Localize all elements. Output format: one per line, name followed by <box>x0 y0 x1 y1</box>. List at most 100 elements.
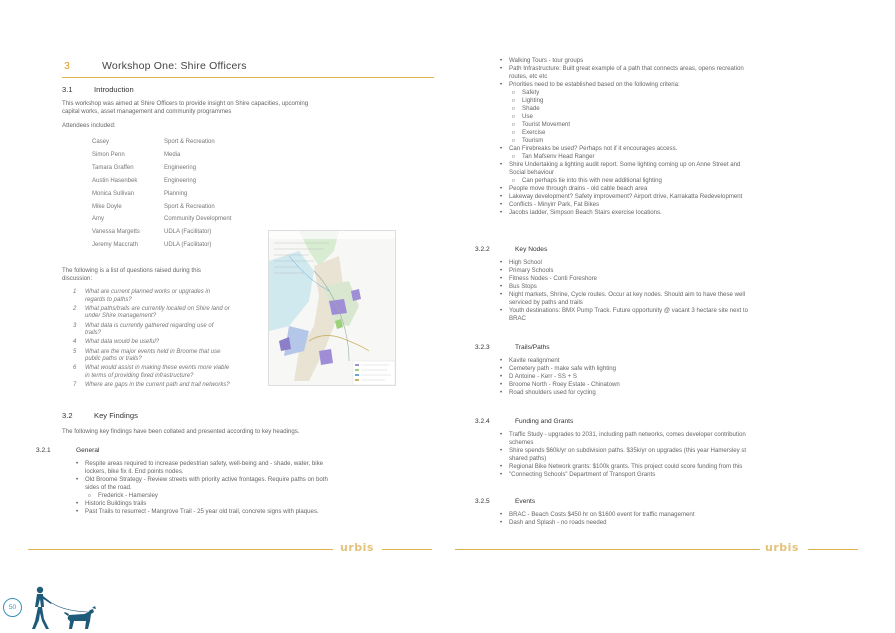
bullet-item: Lakeway development? Safety improvement?… <box>500 193 830 201</box>
bullet-line: Fitness Nodes - Conti Foreshore <box>509 275 598 282</box>
question-number: 5 <box>73 348 77 355</box>
section-number: 3.1 <box>62 85 73 94</box>
bullet-line: serviced by paths and trails <box>509 299 583 306</box>
bullet-line: Primary Schools <box>509 267 554 274</box>
findings-intro: The following key findings have been col… <box>62 428 300 435</box>
bullet-item: People move through drains - old cable b… <box>500 185 830 193</box>
questions-intro-line: The following is a list of questions rai… <box>62 267 201 274</box>
bullet-item: Fitness Nodes - Conti Foreshore <box>500 275 830 283</box>
attendee-name: Tamara Graffen <box>92 164 134 171</box>
bullet-item: Old Broome Strategy - Review streets wit… <box>76 476 436 492</box>
bullet-line: Historic Buildings trails <box>85 500 147 507</box>
attendee-name: Jeremy Maccrath <box>92 242 139 249</box>
footer-rule-right <box>455 549 760 550</box>
bullet-item: Path Infrastructure: Built great example… <box>500 65 830 81</box>
subsection-number: 3.2.4 <box>475 418 490 425</box>
bullet-line: Walking Tours - tour groups <box>509 57 584 64</box>
bullet-line: Traffic Study - upgrades to 2031, includ… <box>509 431 746 438</box>
bullet-line: Night markets, Shrine, Cycle routes. Occ… <box>509 291 746 298</box>
section-title: Introduction <box>94 85 134 94</box>
bullet-item: Shire Undertaking a lighting audit repor… <box>500 161 830 177</box>
attendee-name: Mike Doyle <box>92 203 122 210</box>
bullet-line: Regional Bike Network grants: $100k gran… <box>509 463 743 470</box>
question-line: public paths or trails? <box>85 356 142 363</box>
urbis-logo-right: urbis <box>765 541 799 554</box>
attendee-name: Monica Sullivan <box>92 190 135 197</box>
map-image <box>269 231 395 385</box>
chapter-number: 3 <box>64 60 70 72</box>
page-number-badge: 50 <box>3 598 22 617</box>
funding-list: Traffic Study - upgrades to 2031, includ… <box>500 431 830 479</box>
bullet-item: Shire spends $60k/yr on subdivision path… <box>500 447 830 463</box>
bullet-line: Cemetery path - make safe with lighting <box>509 365 617 372</box>
question-line: What would assist in making these events… <box>85 365 230 372</box>
sub-bullet-item: Lighting <box>500 97 830 105</box>
chapter-title: Workshop One: Shire Officers <box>102 60 247 72</box>
sub-bullet-item: Can perhaps tie into this with new addit… <box>500 177 830 185</box>
sub-bullet-item: Tourist Movement <box>500 121 830 129</box>
trails-paths-list: Kavite realignmentCemetery path - make s… <box>500 357 830 397</box>
bullet-item: Jacobs ladder, Simpson Beach Stairs exer… <box>500 209 830 217</box>
bullet-line: BRAC <box>509 315 526 322</box>
bullet-item: Bus Stops <box>500 283 830 291</box>
bullet-item: Night markets, Shrine, Cycle routes. Occ… <box>500 291 830 307</box>
attendee-role: Community Development <box>164 216 232 223</box>
question-line: What data is currently gathered regardin… <box>85 322 214 329</box>
attendee-name: Casey <box>92 139 110 145</box>
subsection-number: 3.2.3 <box>475 344 490 351</box>
bullet-line: Old Broome Strategy - Review streets wit… <box>85 476 328 483</box>
bullet-line: Shire spends $60k/yr on subdivision path… <box>509 447 747 454</box>
bullet-item: Kavite realignment <box>500 357 830 365</box>
question-line: regards to paths? <box>85 296 132 303</box>
question-line: What paths/trails are currently located … <box>85 305 230 312</box>
sub-bullet-item: Tourism <box>500 137 830 145</box>
subsection-title: Key Nodes <box>515 246 548 253</box>
subsection-title: Funding and Grants <box>515 418 574 425</box>
attendees-label: Attendees included: <box>62 122 116 129</box>
bullet-item: Traffic Study - upgrades to 2031, includ… <box>500 431 830 447</box>
bullet-item: Walking Tours - tour groups <box>500 57 830 65</box>
attendee-role: Sport & Recreation <box>164 139 215 145</box>
attendee-role: UDLA (Facilitator) <box>164 229 212 236</box>
attendee-role: Sport & Recreation <box>164 203 215 210</box>
question-line: What data would be useful? <box>85 339 160 346</box>
subsection-title: General <box>76 447 100 454</box>
bullet-line: Dash and Splash - no roads needed <box>509 519 607 526</box>
intro-line: capital works, asset management and comm… <box>62 108 232 116</box>
urbis-logo-left: urbis <box>340 541 374 554</box>
sub-bullet-item: Frederick - Hamersley <box>76 492 436 500</box>
footer-rule-left <box>28 549 333 550</box>
bullet-line: D Antoine - Kerr - SS + S <box>509 373 577 380</box>
sub-bullet-item: Shade <box>500 105 830 113</box>
intro-line: This workshop was aimed at Shire Officer… <box>62 100 309 107</box>
key-nodes-list: High SchoolPrimary SchoolsFitness Nodes … <box>500 259 830 323</box>
attendee-role: Media <box>164 151 181 158</box>
bullet-item: Dash and Splash - no roads needed <box>500 519 830 527</box>
bullet-item: D Antoine - Kerr - SS + S <box>500 373 830 381</box>
subsection-title: Trails/Paths <box>515 344 550 351</box>
bullet-item: Conflicts - Minyirr Park, Fat Bikes <box>500 201 830 209</box>
trail-map-figure <box>268 230 396 386</box>
bullet-line: High School <box>509 259 542 266</box>
question-number: 1 <box>73 289 77 295</box>
bullet-item: BRAC - Beach Costs $450 hr on $1600 even… <box>500 511 830 519</box>
bullet-line: Path Infrastructure: Built great example… <box>509 65 744 72</box>
sub-bullet-item: Safety <box>500 89 830 97</box>
sub-bullet-item: Exercise <box>500 129 830 137</box>
bullet-line: Lakeway development? Safety improvement?… <box>509 193 743 200</box>
subsection-number: 3.2.2 <box>475 246 490 253</box>
question-line: trails? <box>85 330 102 337</box>
bullet-line: BRAC - Beach Costs $450 hr on $1600 even… <box>509 511 695 518</box>
bullet-line: routes, etc etc <box>509 73 548 80</box>
bullet-line: Priorities need to be established based … <box>509 81 680 88</box>
